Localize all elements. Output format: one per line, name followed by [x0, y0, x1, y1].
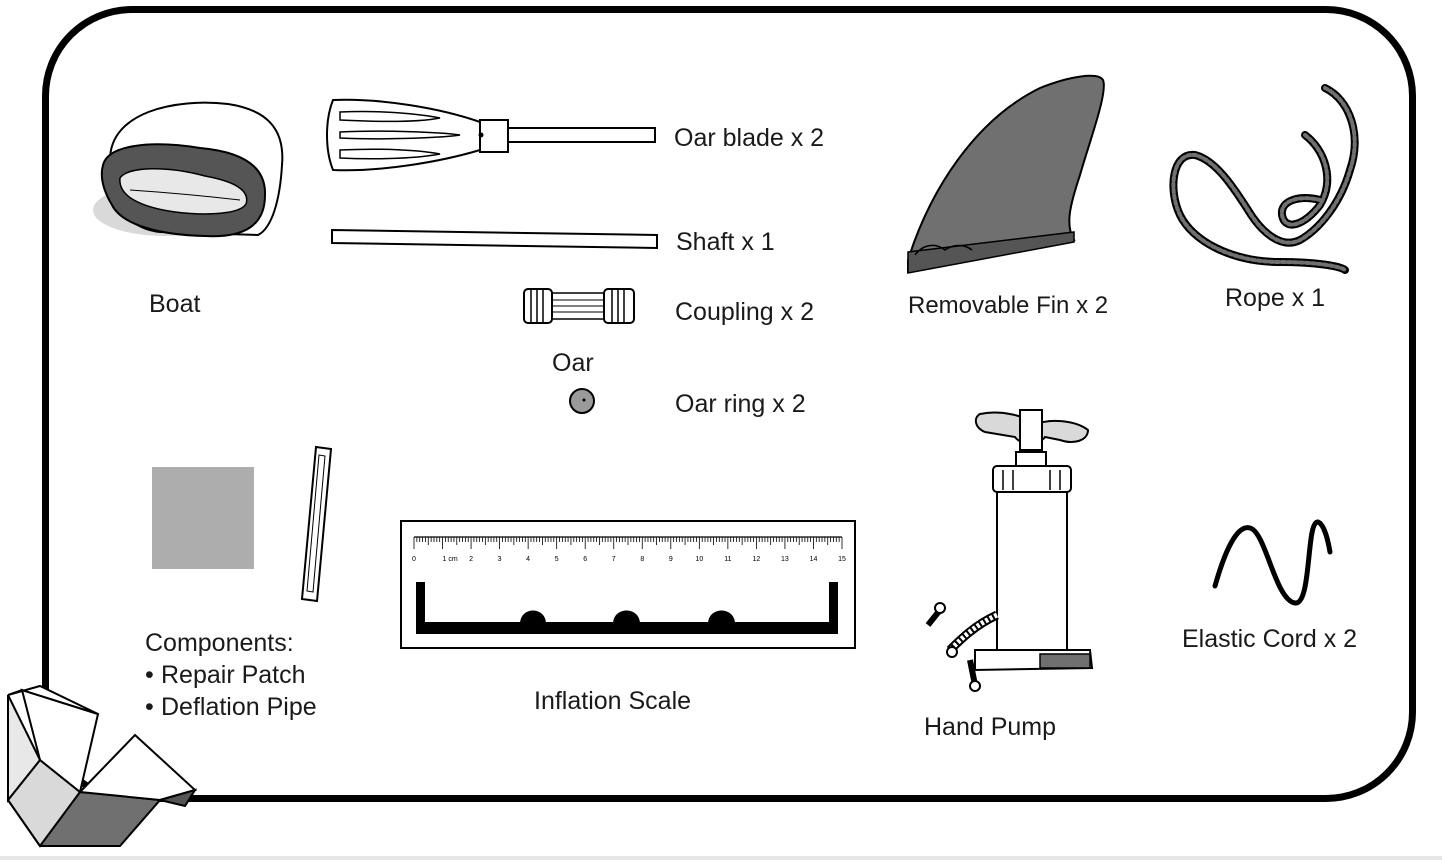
ruler-tick-label: 14 [810, 556, 818, 563]
coupling-illustration [523, 288, 635, 324]
shaft-label: Shaft x 1 [676, 228, 775, 256]
ruler-tick-label: 8 [640, 556, 644, 563]
fin-illustration [907, 74, 1105, 274]
elastic-cord-label: Elastic Cord x 2 [1182, 625, 1358, 653]
inflation-scale-illustration: 0 1 cm 2 3 4 5 6 7 8 9 10 11 12 13 14 15 [400, 520, 856, 649]
ruler-tick-label: 15 [838, 556, 846, 563]
oar-ring-label: Oar ring x 2 [675, 390, 806, 418]
elastic-cord-illustration [1212, 519, 1333, 606]
oar-ring-illustration [569, 388, 595, 414]
oar-blade-illustration [326, 98, 656, 172]
ruler-tick-label: 4 [526, 556, 530, 563]
component-item-label: Deflation Pipe [161, 693, 317, 721]
ruler-tick-label: 0 [412, 556, 416, 563]
components-heading: Components: [145, 629, 294, 657]
hand-pump-label: Hand Pump [924, 713, 1057, 741]
ruler-tick-label: 11 [724, 556, 731, 563]
ruler-tick-label: 7 [612, 556, 616, 563]
component-item-deflation-pipe: •Deflation Pipe [145, 691, 317, 723]
ruler-tick-label: 12 [753, 556, 761, 563]
ruler-tick-label: 9 [669, 556, 673, 563]
ruler-tick-label: 2 [469, 556, 473, 563]
inflation-scale-label: Inflation Scale [534, 687, 692, 715]
hand-pump-illustration [925, 409, 1094, 692]
coupling-label: Coupling x 2 [675, 298, 814, 326]
bullet: • [145, 693, 154, 721]
bottom-divider [0, 856, 1442, 860]
ruler-tick-label: 13 [781, 556, 789, 563]
bullet: • [145, 661, 154, 689]
ruler-tick-label: 10 [695, 556, 703, 563]
component-item-repair-patch: •Repair Patch [145, 659, 317, 691]
removable-fin-label: Removable Fin x 2 [908, 292, 1109, 319]
ruler-ticks [413, 537, 843, 549]
deflation-pipe-illustration [300, 445, 333, 603]
ruler-tick-label: 3 [498, 556, 502, 563]
boat-label: Boat [149, 290, 201, 318]
oar-blade-label: Oar blade x 2 [674, 124, 825, 152]
component-item-label: Repair Patch [161, 661, 306, 689]
ruler-labels: 0 1 cm 2 3 4 5 6 7 8 9 10 11 12 13 14 15 [412, 556, 846, 563]
shaft-illustration [331, 228, 658, 250]
rope-label: Rope x 1 [1225, 284, 1326, 312]
ruler-tick-label: 5 [555, 556, 559, 563]
boat-illustration [93, 101, 284, 238]
ruler-tick-label: 6 [583, 556, 587, 563]
components-list: Components: •Repair Patch •Deflation Pip… [145, 627, 317, 723]
ruler-tick-label: 1 cm [443, 556, 458, 563]
rope-illustration [1169, 84, 1359, 274]
oar-label: Oar [552, 349, 594, 377]
repair-patch-illustration [152, 467, 254, 569]
open-box-icon [6, 684, 198, 848]
